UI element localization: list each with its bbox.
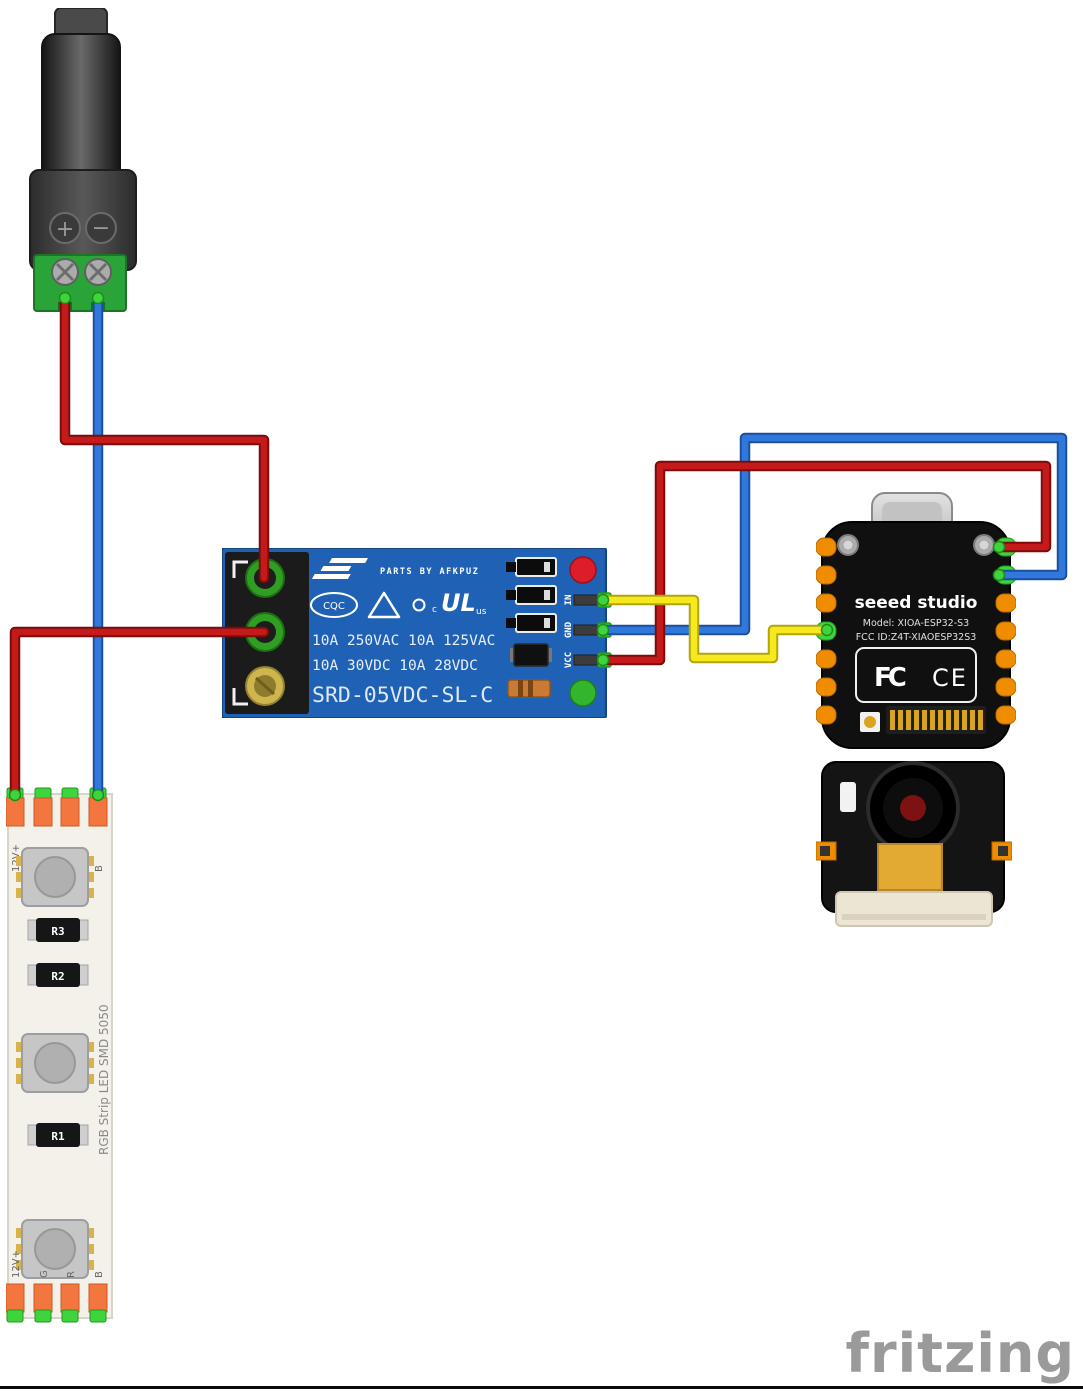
relay-resistor <box>507 679 551 698</box>
jack-barrel <box>41 33 121 187</box>
fritzing-logo: fritzing <box>845 1322 1075 1385</box>
camera-bottom-connector <box>835 891 993 927</box>
relay-transistor <box>510 643 552 667</box>
resistor-r1-label: R1 <box>51 1130 65 1143</box>
relay-pin-vcc <box>573 652 612 668</box>
strip-bottom-pad-label-g: G <box>39 1270 50 1278</box>
camera-side-tab-left <box>816 841 837 861</box>
relay-ratings-line2: 10A 30VDC 10A 28VDC <box>312 658 478 674</box>
led-chip-3 <box>16 1219 94 1279</box>
camera-side-tab-right <box>991 841 1012 861</box>
relay-pin-gnd <box>573 622 612 638</box>
green-led <box>569 679 597 707</box>
relay-pin-label-vcc: VCC <box>564 652 574 668</box>
jack-plus-label: + <box>56 217 74 242</box>
esp32-right-pad-1-5v-connected <box>995 537 1016 557</box>
esp32-left-pad-7 <box>816 705 837 725</box>
strip-bottom-pad-label-b: B <box>94 1271 105 1278</box>
esp32-left-pad-3 <box>816 593 837 613</box>
relay-parts-by-text: PARTS BY AFKPUZ <box>380 567 479 577</box>
esp32-left-pad-6 <box>816 677 837 697</box>
rgb-led-strip: 12V+ G R B R3 R2 <box>6 787 113 1323</box>
xiao-esp32-s3-board: seeed studio Model: XIOA-ESP32-S3 FCC ID… <box>816 492 1016 749</box>
relay-ratings-line1: 10A 250VAC 10A 125VAC <box>312 633 495 649</box>
relay-brand-logo <box>311 558 368 579</box>
recycle-triangle-icon <box>367 591 401 619</box>
cert-dot-icon <box>412 598 426 612</box>
jack-terminal-block <box>33 254 127 312</box>
resistor-r2-label: R2 <box>51 970 64 983</box>
camera-flex-cable <box>877 843 943 891</box>
esp32-antenna-pad <box>860 712 880 732</box>
relay-model-text: SRD-05VDC-SL-C <box>312 683 493 708</box>
relay-pin-in <box>573 592 612 608</box>
seeed-studio-brand: seeed studio <box>855 593 978 613</box>
jack-plus-mark-circle <box>49 212 81 244</box>
esp32-mount-pad-left <box>837 534 859 556</box>
esp32-bottom-connector <box>886 706 986 734</box>
relay-screw-terminal-1 <box>245 558 285 598</box>
svg-text:CQC: CQC <box>323 601 345 612</box>
cqc-logo: CQC <box>310 592 358 618</box>
esp32-right-pad-2-gnd-connected <box>995 565 1016 585</box>
ce-mark: CE <box>932 664 968 692</box>
esp32-right-pad-3 <box>995 593 1016 613</box>
jack-minus-mark-circle <box>85 212 117 244</box>
resistor-r1: R1 <box>27 1123 89 1147</box>
strip-bottom-pad-label-r: R <box>66 1271 77 1278</box>
led-chip-1 <box>16 847 94 907</box>
esp32-fcc-id-text: FCC ID:Z4T-XIAOESP32S3 <box>856 632 977 643</box>
esp32-right-pad-4 <box>995 621 1016 641</box>
esp32-right-pad-7 <box>995 705 1016 725</box>
relay-screw-terminal-3 <box>245 666 285 706</box>
relay-pin-label-gnd: GND <box>564 621 574 638</box>
esp32-left-pad-5 <box>816 649 837 669</box>
resistor-r2: R2 <box>27 963 89 987</box>
relay-smd-component-3 <box>506 613 557 633</box>
relay-module: PARTS BY AFKPUZ CQC c UL us 10A 250VAC 1… <box>222 548 612 718</box>
relay-smd-component-1 <box>506 557 557 577</box>
esp32-left-pad-1 <box>816 537 837 557</box>
jack-screw-plus <box>51 258 79 286</box>
camera-smd-part <box>840 782 856 812</box>
esp32-mount-pad-right <box>973 534 995 556</box>
relay-screw-terminal-2 <box>245 612 285 652</box>
jack-wire-hole-plus <box>58 302 72 311</box>
svg-text:us: us <box>476 607 487 617</box>
esp32-left-pad-2 <box>816 565 837 585</box>
resistor-r3: R3 <box>27 918 89 942</box>
dc-barrel-jack: + − <box>29 8 137 312</box>
relay-smd-component-2 <box>506 585 557 605</box>
wire-red-jack-to-relay <box>59 292 270 584</box>
strip-bottom-pad-label-12v: 12V+ <box>11 1250 22 1278</box>
svg-text:c: c <box>432 605 437 615</box>
relay-pin-label-in: IN <box>564 595 574 606</box>
esp32-model-text: Model: XIOA-ESP32-S3 <box>863 618 969 629</box>
esp32-right-pad-5 <box>995 649 1016 669</box>
camera-lens <box>866 761 960 855</box>
fcc-mark: FC <box>874 663 906 693</box>
esp32-left-pad-4-gpio-connected <box>816 621 837 641</box>
resistor-r3-label: R3 <box>51 925 64 938</box>
esp32-right-pad-6 <box>995 677 1016 697</box>
jack-wire-hole-minus <box>91 302 105 311</box>
strip-top-pad-label-b: B <box>94 865 105 872</box>
red-led <box>569 556 597 584</box>
svg-text:UL: UL <box>441 589 476 617</box>
strip-bottom-pads <box>6 1283 108 1323</box>
strip-side-label: RGB Strip LED SMD 5050 <box>97 1004 111 1155</box>
jack-minus-label: − <box>92 216 110 241</box>
led-chip-2 <box>16 1033 94 1093</box>
jack-screw-minus <box>84 258 112 286</box>
ul-logo: c UL us <box>432 589 487 617</box>
camera-module <box>816 761 1012 927</box>
bottom-divider <box>0 1386 1083 1389</box>
wire-yellow-relay-in-to-esp32 <box>597 594 833 664</box>
